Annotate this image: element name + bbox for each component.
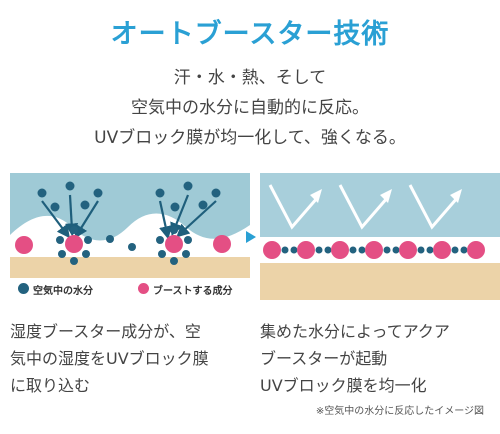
absorb-arrow-2 xyxy=(74,200,99,239)
uniform-booster-4 xyxy=(399,241,417,259)
uniform-water-a-4 xyxy=(417,246,425,254)
water-molecule-4 xyxy=(80,200,90,210)
uniform-water-b-5 xyxy=(460,246,468,254)
attached-water-0-3 xyxy=(82,250,90,258)
subtitle-line-2: 空気中の水分に自動的に反応。 xyxy=(131,98,369,118)
legend-booster-swatch xyxy=(138,283,149,294)
right-diagram-panel xyxy=(260,173,500,300)
water-molecule-1 xyxy=(65,181,75,191)
film-water-1 xyxy=(128,243,136,251)
booster-molecule-1 xyxy=(165,235,183,253)
uv-reflect-arrow-0 xyxy=(268,184,320,230)
uniform-water-a-1 xyxy=(315,246,323,254)
attached-water-1-1 xyxy=(184,236,192,244)
attached-water-1-4 xyxy=(170,257,178,265)
uv-reflect-arrowhead-0 xyxy=(310,189,322,203)
uniform-water-b-3 xyxy=(392,246,400,254)
left-diagram-panel: 空気中の水分 ブーストする成分 xyxy=(10,173,250,300)
water-molecule-2 xyxy=(93,188,103,198)
booster-molecule-side-0 xyxy=(15,236,33,254)
attached-water-0-2 xyxy=(58,250,66,258)
absorb-arrow-5 xyxy=(176,200,217,238)
water-molecule-3 xyxy=(50,202,60,212)
uniform-booster-5 xyxy=(433,241,451,259)
water-molecule-8 xyxy=(170,202,180,212)
uniform-water-b-0 xyxy=(290,246,298,254)
uv-reflect-arrowhead-1 xyxy=(380,189,392,203)
uniform-water-b-1 xyxy=(324,246,332,254)
uniform-water-a-5 xyxy=(451,246,459,254)
legend-water-swatch xyxy=(18,283,29,294)
uv-reflect-arrow-1 xyxy=(338,184,390,230)
base-layer-right xyxy=(260,263,500,300)
uniform-water-a-3 xyxy=(383,246,391,254)
uv-reflect-arrowhead-2 xyxy=(450,189,462,203)
water-molecule-9 xyxy=(198,200,208,210)
attached-water-0-4 xyxy=(70,257,78,265)
uniform-booster-1 xyxy=(297,241,315,259)
legend-booster-label: ブーストする成分 xyxy=(153,286,233,297)
subtitle-line-3: UVブロック膜が均一化して、強くなる。 xyxy=(94,128,406,148)
absorb-arrow-3 xyxy=(158,200,173,240)
booster-molecule-0 xyxy=(65,235,83,253)
right-caption: 集めた水分によってアクア ブースターが起動 UVブロック膜を均一化 xyxy=(260,322,450,395)
attached-water-0-1 xyxy=(84,236,92,244)
subtitle-line-1: 汗・水・熱、そして xyxy=(173,68,327,88)
uniform-booster-6 xyxy=(467,241,485,259)
legend-water-label: 空気中の水分 xyxy=(33,286,93,297)
water-molecule-5 xyxy=(155,188,165,198)
film-water-0 xyxy=(106,235,114,243)
uniform-water-b-2 xyxy=(358,246,366,254)
attached-water-1-5 xyxy=(170,226,178,234)
attached-water-0-5 xyxy=(70,226,78,234)
water-molecule-6 xyxy=(183,181,193,191)
right-diagram-illustration xyxy=(260,173,500,300)
booster-molecule-side-1 xyxy=(213,235,231,253)
left-caption: 湿度ブースター成分が、空 気中の湿度をUVブロック膜 に取り込む xyxy=(10,322,209,395)
attached-water-1-2 xyxy=(158,250,166,258)
uniform-water-b-4 xyxy=(426,246,434,254)
play-arrow-icon xyxy=(246,231,256,243)
illustration-note: ※空気中の水分に反応したイメージ図 xyxy=(315,406,484,417)
diagram-legend: 空気中の水分 ブーストする成分 xyxy=(10,278,250,300)
uniform-booster-3 xyxy=(365,241,383,259)
uniform-booster-0 xyxy=(263,241,281,259)
water-molecule-7 xyxy=(211,188,221,198)
uniform-water-a-2 xyxy=(349,246,357,254)
uv-reflect-arrow-2 xyxy=(408,184,460,230)
uniform-booster-2 xyxy=(331,241,349,259)
left-diagram-illustration xyxy=(10,173,250,300)
legend-background xyxy=(10,278,250,300)
attached-water-1-0 xyxy=(156,236,164,244)
absorb-arrow-0 xyxy=(41,200,70,239)
absorb-arrow-1 xyxy=(65,194,79,237)
attached-water-0-0 xyxy=(56,236,64,244)
attached-water-1-3 xyxy=(182,250,190,258)
page-title: オートブースター技術 xyxy=(110,19,390,50)
uniform-water-a-0 xyxy=(281,246,289,254)
base-layer xyxy=(10,255,250,278)
water-molecule-0 xyxy=(37,188,47,198)
